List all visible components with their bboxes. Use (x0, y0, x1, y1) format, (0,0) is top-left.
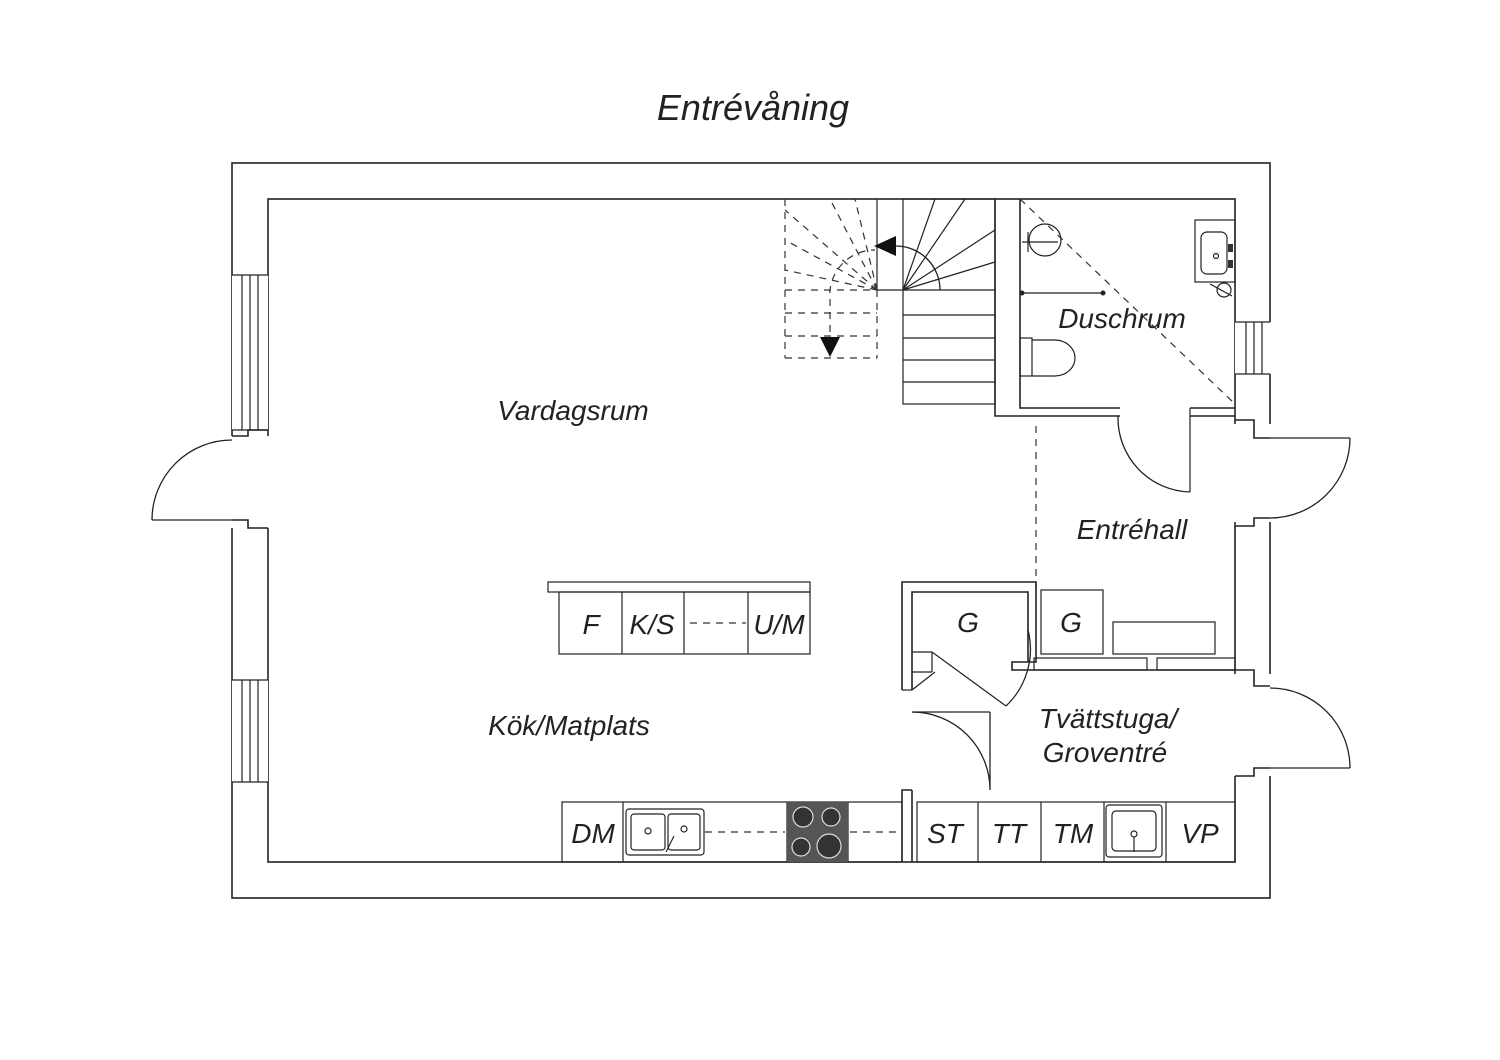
stair-arrow-up-icon (874, 236, 896, 256)
wardrobe-label-left: G (957, 607, 979, 638)
laundry-label-st: ST (927, 818, 965, 849)
bath-sink-icon (1194, 219, 1236, 298)
window-right (1235, 321, 1271, 375)
laundry-label-tm: TM (1053, 818, 1094, 849)
island-label-f: F (582, 609, 601, 640)
toilet-icon (1019, 337, 1076, 377)
island-label-um: U/M (753, 609, 805, 640)
kitchen-counter: DM (561, 801, 903, 863)
kitchen-island: F K/S U/M (547, 581, 811, 655)
room-label-laundry-2: Groventré (1043, 737, 1168, 768)
counter-label-dm: DM (571, 818, 615, 849)
room-label-hall: Entréhall (1077, 514, 1188, 545)
staircase (784, 198, 996, 405)
stair-arrow-down-icon (820, 337, 840, 357)
laundry-walls: G G (901, 581, 1236, 862)
room-label-laundry-1: Tvättstuga/ (1039, 703, 1181, 734)
window-left-lower (232, 679, 268, 783)
shower-icon (1019, 223, 1106, 296)
door-left (151, 429, 270, 529)
island-label-ks: K/S (629, 609, 674, 640)
door-right-lower (1233, 669, 1351, 777)
laundry-label-tt: TT (992, 818, 1028, 849)
window-left-upper (232, 274, 268, 431)
wardrobe-label-right: G (1060, 607, 1082, 638)
plan-title: Entrévåning (657, 87, 849, 128)
bathroom-walls (994, 198, 1236, 493)
room-label-bath: Duschrum (1058, 303, 1186, 334)
room-label-living: Vardagsrum (497, 395, 648, 426)
laundry-counter: ST TT TM VP (916, 801, 1236, 863)
sink-icon (625, 808, 705, 856)
laundry-sink-icon (1105, 804, 1163, 858)
door-right-upper (1233, 419, 1351, 527)
room-label-kitchen: Kök/Matplats (488, 710, 650, 741)
laundry-label-vp: VP (1181, 818, 1219, 849)
stove-icon (787, 802, 848, 862)
